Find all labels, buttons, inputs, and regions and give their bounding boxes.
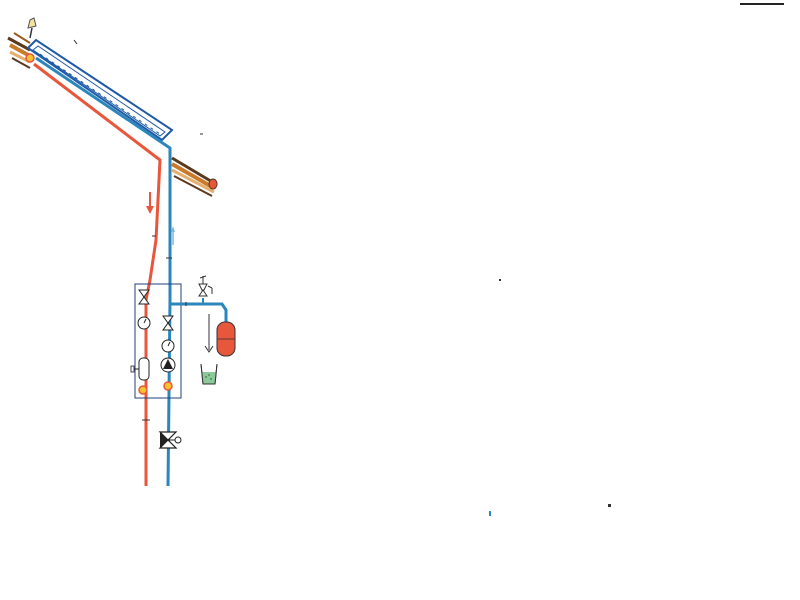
check-valve-flow (138, 289, 150, 305)
air-separator (130, 357, 150, 381)
circulation-pump (160, 357, 176, 373)
stray-dot (608, 504, 611, 507)
collector-sensor (25, 53, 35, 63)
safety-valve-icon (198, 275, 213, 297)
return-sensor (163, 381, 173, 391)
roof-pipe-right (171, 156, 218, 197)
check-valve-return (162, 315, 174, 331)
air-vent-icon (27, 17, 37, 39)
expansion-tank (216, 321, 236, 357)
thermometer-flow (137, 316, 151, 330)
return-pipe (35, 56, 172, 487)
solar-collector (26, 38, 174, 142)
mixing-valve (158, 431, 182, 449)
flow-pipe (33, 62, 162, 486)
arrow-down-icon (146, 192, 154, 214)
roof-pipe-left (7, 32, 31, 69)
top-rule (740, 3, 784, 5)
expansion-branch-pipe (170, 298, 228, 322)
collection-bucket (200, 363, 218, 385)
arrow-up-icon (171, 226, 175, 245)
pipe-ticks (73, 39, 203, 421)
stray-mark (489, 511, 491, 516)
pump-station (134, 283, 182, 399)
flow-sensor (138, 385, 148, 395)
stray-dot (499, 279, 501, 281)
thermometer-return (161, 339, 175, 353)
drain-line (204, 314, 214, 353)
